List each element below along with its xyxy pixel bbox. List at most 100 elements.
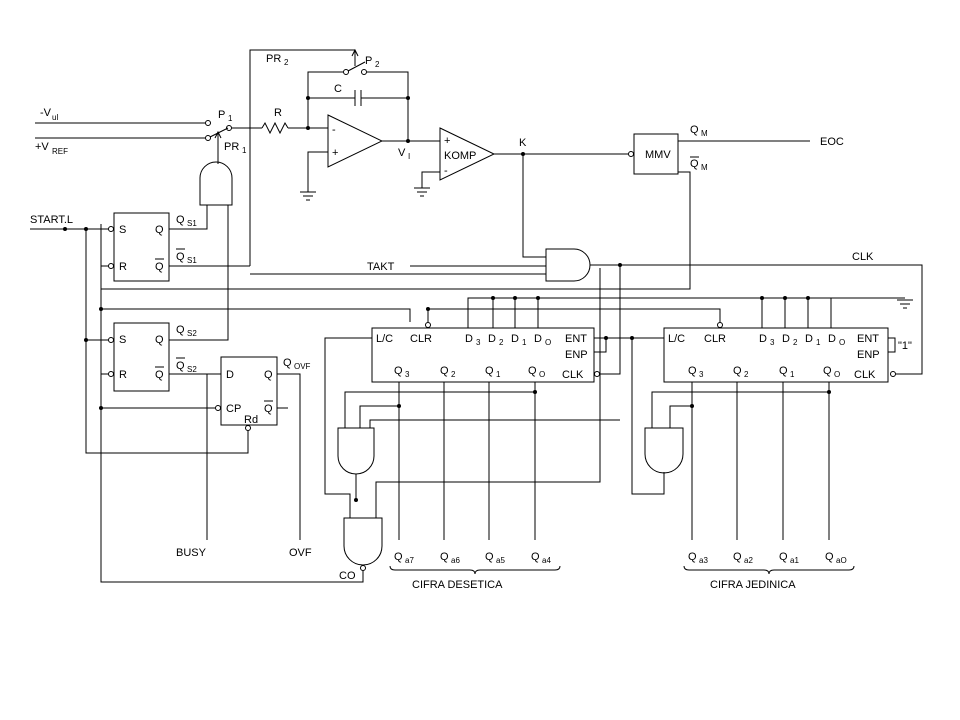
- c1-q1-sub: 1: [496, 370, 501, 379]
- p1-sub: 1: [228, 114, 233, 123]
- k-label: K: [519, 137, 527, 149]
- c2-clk: CLK: [854, 369, 876, 381]
- integrator: R - + V I C P 2 PR 2: [232, 48, 440, 266]
- qa4-sub: a4: [542, 556, 551, 565]
- cifra-desetica-label: CIFRA DESETICA: [412, 579, 503, 591]
- c1-ent: ENT: [565, 333, 587, 345]
- ff-s1-box: [113, 212, 170, 282]
- start-label: START.L: [30, 214, 73, 226]
- qa2-label: Q: [733, 551, 742, 563]
- c1-enp: ENP: [565, 349, 588, 361]
- pr1-sub: 1: [242, 146, 247, 155]
- c1-d3: D: [465, 333, 473, 345]
- clk-and-gate: TAKT CLK: [250, 154, 923, 377]
- qm-label: Q: [690, 124, 699, 136]
- ovf-q: Q: [264, 369, 273, 381]
- c2-q0: Q: [823, 365, 832, 377]
- c2-q3-sub: 3: [699, 370, 704, 379]
- c1-clk: CLK: [562, 369, 584, 381]
- takt-label: TAKT: [367, 261, 395, 273]
- and-gate-switch: [199, 161, 233, 206]
- pr1-label: PR: [224, 141, 239, 153]
- qa5-label: Q: [485, 551, 494, 563]
- c1-q0-sub: O: [539, 370, 545, 379]
- brace-jedinica: [683, 565, 855, 575]
- integrator-opamp: [327, 114, 384, 168]
- busy-label: BUSY: [176, 547, 207, 559]
- counter-units-box: [663, 327, 889, 383]
- cifra-jedinica-label: CIFRA JEDINICA: [710, 579, 796, 591]
- qs2bar-sub: S2: [187, 365, 197, 374]
- input-switch-p1: -V ul +V REF P 1 PR 1: [35, 107, 247, 162]
- vul-sub: ul: [52, 113, 58, 122]
- c1-d2: D: [488, 333, 496, 345]
- c1-q1: Q: [485, 365, 494, 377]
- qs1-label: Q: [176, 214, 185, 226]
- co-label: CO: [339, 570, 356, 582]
- switch-and-gate: [169, 161, 233, 341]
- komp-minus: -: [444, 165, 448, 177]
- qs2-sub: S2: [187, 329, 197, 338]
- clk-label: CLK: [852, 251, 874, 263]
- c1-q2: Q: [440, 365, 449, 377]
- ff1-r: R: [119, 261, 127, 273]
- c2-q1-sub: 1: [790, 370, 795, 379]
- ovf-qbar: Q: [264, 403, 273, 415]
- ovf-label: OVF: [289, 547, 312, 559]
- ovf-rd: Rd: [244, 414, 258, 426]
- c2-q2: Q: [733, 365, 742, 377]
- c2-lc: L/C: [668, 333, 685, 345]
- and-gate-units: [644, 427, 684, 474]
- eoc-label: EOC: [820, 136, 844, 148]
- and-gate-tens: [337, 427, 375, 475]
- ff2-q: Q: [155, 334, 164, 346]
- c2-q3: Q: [688, 365, 697, 377]
- vref-label: +V: [35, 141, 49, 153]
- c2-d3-sub: 3: [770, 338, 775, 347]
- c1-d1-sub: 1: [522, 338, 527, 347]
- pr2-label: PR: [266, 53, 281, 65]
- qa7-sub: a7: [405, 556, 414, 565]
- ovf-d: D: [226, 369, 234, 381]
- qa5-sub: a5: [496, 556, 505, 565]
- c2-d2-sub: 2: [793, 338, 798, 347]
- c2-enp: ENP: [857, 349, 880, 361]
- qa7-label: Q: [394, 551, 403, 563]
- and-gate-co: [343, 517, 383, 566]
- ff2-s: S: [119, 334, 126, 346]
- c1-q2-sub: 2: [451, 370, 456, 379]
- c2-clr: CLR: [704, 333, 726, 345]
- ground-symbol: [414, 187, 430, 197]
- c2-d0-sub: O: [839, 338, 845, 347]
- c2-q1: Q: [779, 365, 788, 377]
- vul-label: -V: [40, 107, 52, 119]
- vref-sub: REF: [52, 147, 68, 156]
- p2-label: P: [365, 55, 372, 67]
- ff1-q: Q: [155, 224, 164, 236]
- ground-bus: [101, 296, 913, 328]
- c1-d1: D: [511, 333, 519, 345]
- c2-q0-sub: O: [834, 370, 840, 379]
- qa0-sub: aO: [836, 556, 847, 565]
- qa4-label: Q: [531, 551, 540, 563]
- logic-one-label: "1": [898, 340, 912, 352]
- ff2-qbar: Q: [155, 369, 164, 381]
- qm-bar-sub: M: [701, 163, 708, 172]
- qm-sub: M: [701, 129, 708, 138]
- tens-gates: CO: [100, 268, 620, 583]
- qs1bar-sub: S1: [187, 256, 197, 265]
- qm-bar-label: Q: [690, 158, 699, 170]
- c1-q3-sub: 3: [405, 370, 410, 379]
- qa1-label: Q: [779, 551, 788, 563]
- flipflop-ovf: D CP Q Q Rd Q OVF OVF: [85, 340, 312, 559]
- c1-q3: Q: [394, 365, 403, 377]
- output-labels: Q a7 Q a6 Q a5 Q a4 Q a3 Q a2 Q a1 Q aO …: [389, 551, 855, 591]
- qovf-label: Q: [283, 357, 292, 369]
- qa3-sub: a3: [699, 556, 708, 565]
- c1-q0: Q: [528, 365, 537, 377]
- c2-d1-sub: 1: [816, 338, 821, 347]
- c2-q2-sub: 2: [744, 370, 749, 379]
- qs2-label: Q: [176, 324, 185, 336]
- resistor-r: [261, 121, 289, 135]
